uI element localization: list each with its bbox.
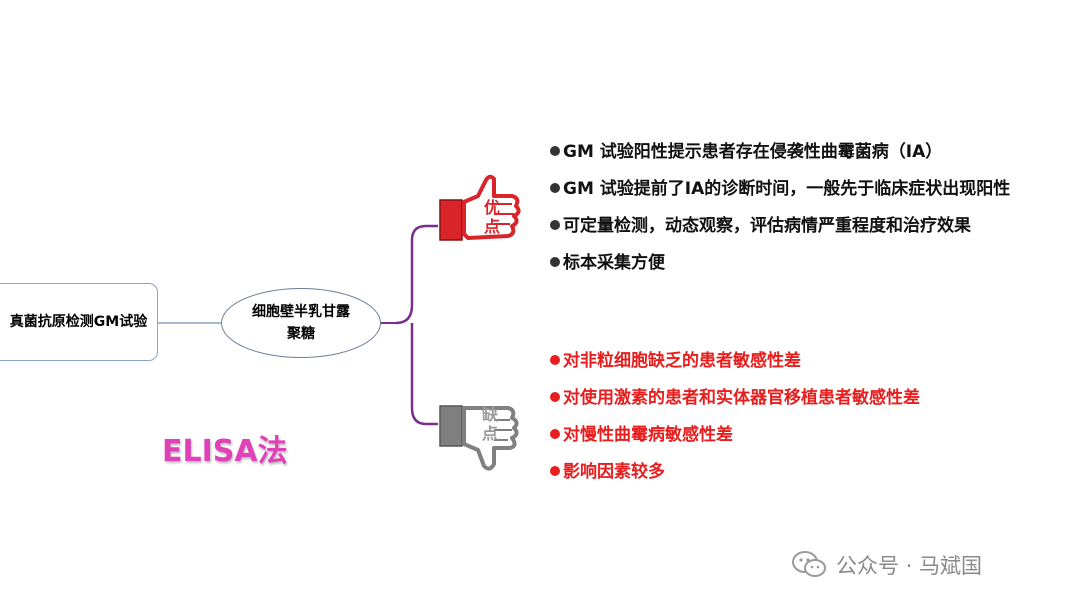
cons-label-line2: 点 [481, 424, 498, 443]
watermark: 公众号 · 马斌国 [792, 550, 982, 580]
antigen-node-label: 细胞壁半乳甘露聚糖 [252, 304, 350, 342]
cons-label-line1: 缺 [481, 405, 498, 424]
wechat-icon [792, 551, 826, 577]
bullet-icon [550, 466, 560, 476]
method-label: ELISA法 [162, 434, 288, 469]
root-node-label: 真菌抗原检测GM试验 [9, 314, 148, 330]
bullet-icon [550, 355, 560, 365]
watermark-text: 公众号 · 马斌国 [836, 554, 983, 578]
root-node-gm-test: 真菌抗原检测GM试验 [0, 283, 158, 361]
cons-item: 影响因素较多 [550, 454, 920, 491]
cons-item: 对非粒细胞缺乏的患者敏感性差 [550, 343, 920, 380]
thumbs-down-icon [439, 405, 519, 471]
pros-label-line2: 点 [483, 217, 500, 236]
bullet-icon [550, 257, 560, 267]
pros-item: 标本采集方便 [550, 245, 1010, 282]
brace-path [395, 224, 438, 426]
pros-item: GM 试验提前了IA的诊断时间，一般先于临床症状出现阳性 [550, 171, 1010, 208]
pros-label-line1: 优 [483, 198, 500, 217]
cons-item: 对使用激素的患者和实体器官移植患者敏感性差 [550, 380, 920, 417]
antigen-node: 细胞壁半乳甘露聚糖 [221, 288, 381, 358]
bullet-icon [550, 183, 560, 193]
bullet-icon [550, 220, 560, 230]
bullet-icon [550, 392, 560, 402]
cons-list: 对非粒细胞缺乏的患者敏感性差 对使用激素的患者和实体器官移植患者敏感性差 对慢性… [550, 343, 920, 491]
bullet-icon [550, 146, 560, 156]
pros-list: GM 试验阳性提示患者存在侵袭性曲霉菌病（IA） GM 试验提前了IA的诊断时间… [550, 134, 1010, 282]
bullet-icon [550, 429, 560, 439]
cons-item: 对慢性曲霉病敏感性差 [550, 417, 920, 454]
pros-item: GM 试验阳性提示患者存在侵袭性曲霉菌病（IA） [550, 134, 1010, 171]
pros-item: 可定量检测，动态观察，评估病情严重程度和治疗效果 [550, 208, 1010, 245]
thumbs-up-icon [439, 174, 521, 241]
